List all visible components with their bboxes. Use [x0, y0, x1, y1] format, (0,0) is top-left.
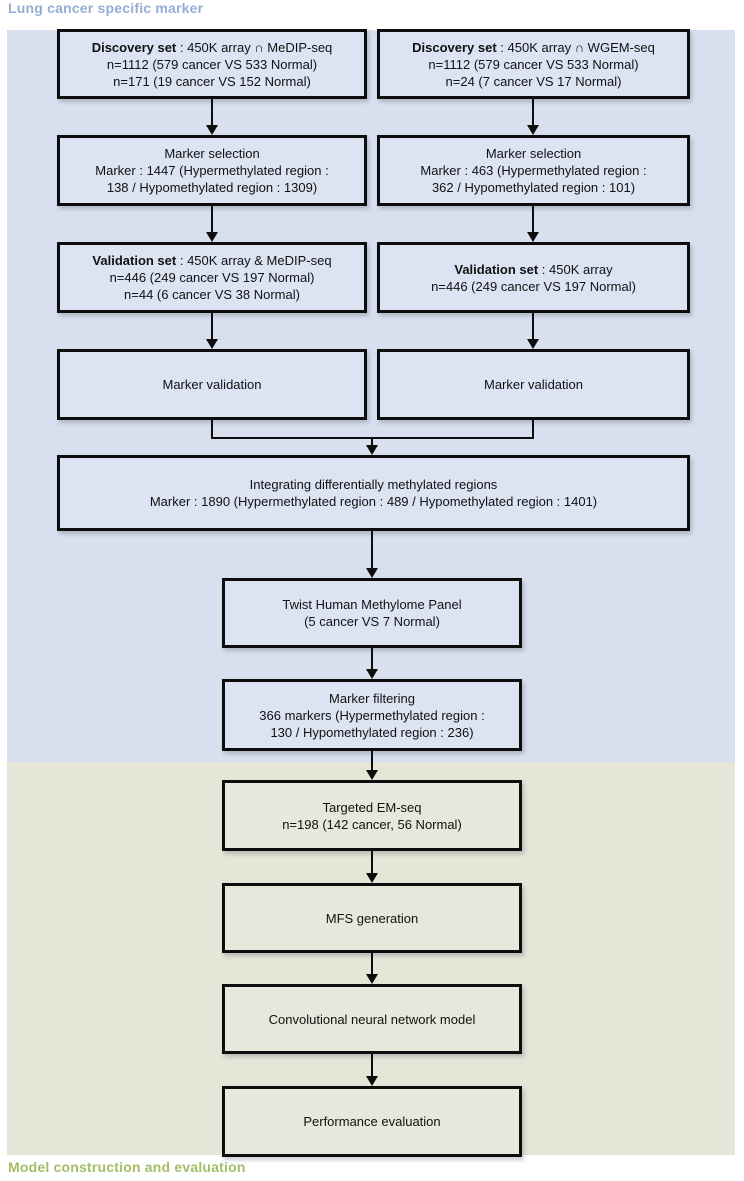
node-line: Marker filtering	[329, 690, 415, 706]
node-validation-set-450k: Validation set : 450K array n=446 (249 c…	[377, 242, 690, 313]
node-line: Validation set : 450K array & MeDIP-seq	[92, 252, 331, 269]
node-marker-validation-left: Marker validation	[57, 349, 367, 420]
node-line: 366 markers (Hypermethylated region :	[259, 707, 485, 723]
merge-connector-right	[532, 420, 534, 439]
node-line: 362 / Hypomethylated region : 101)	[431, 180, 636, 195]
arrow-down-icon	[206, 206, 218, 242]
node-line-rest: : 450K array & MeDIP-seq	[176, 253, 332, 268]
node-line-bold: Discovery set	[91, 39, 177, 55]
node-line: Performance evaluation	[303, 1114, 441, 1129]
node-twist-methylome-panel: Twist Human Methylome Panel (5 cancer VS…	[222, 578, 522, 648]
arrow-down-icon	[366, 751, 378, 780]
node-performance-evaluation: Performance evaluation	[222, 1086, 522, 1157]
node-line-rest: : 450K array ∩ MeDIP-seq	[176, 39, 333, 55]
arrow-down-icon	[527, 99, 539, 135]
arrow-down-icon	[366, 851, 378, 883]
node-line: Convolutional neural network model	[268, 1011, 476, 1027]
node-line: n=1112 (579 cancer VS 533 Normal)	[106, 56, 318, 72]
node-line: n=44 (6 cancer VS 38 Normal)	[124, 287, 300, 302]
node-marker-selection-left: Marker selection Marker : 1447 (Hypermet…	[57, 135, 367, 206]
node-mfs-generation: MFS generation	[222, 883, 522, 953]
arrow-down-icon	[206, 313, 218, 349]
node-line: Marker validation	[484, 377, 583, 392]
node-line: n=24 (7 cancer VS 17 Normal)	[445, 73, 622, 89]
node-line: Validation set : 450K array	[454, 261, 612, 278]
node-line-bold: Validation set	[454, 261, 539, 277]
arrow-down-icon	[527, 313, 539, 349]
node-line: Discovery set : 450K array ∩ MeDIP-seq	[92, 39, 333, 56]
node-integrating-regions: Integrating differentially methylated re…	[57, 455, 690, 531]
node-line: Marker selection	[164, 146, 260, 161]
node-line: Marker selection	[485, 146, 582, 161]
node-line: n=171 (19 cancer VS 152 Normal)	[113, 73, 311, 89]
arrow-down-icon	[366, 531, 378, 578]
node-line: Targeted EM-seq	[322, 799, 422, 815]
node-discovery-set-medip: Discovery set : 450K array ∩ MeDIP-seq n…	[57, 29, 367, 99]
node-line-rest: : 450K array	[538, 261, 613, 277]
arrow-down-icon	[366, 437, 378, 455]
arrow-down-icon	[366, 1054, 378, 1086]
node-cnn-model: Convolutional neural network model	[222, 984, 522, 1054]
node-line: Marker : 1447 (Hypermethylated region :	[95, 163, 329, 178]
merge-connector-left	[211, 420, 213, 439]
arrow-down-icon	[527, 206, 539, 242]
arrow-down-icon	[366, 648, 378, 679]
node-line-bold: Discovery set	[412, 39, 497, 55]
arrow-down-icon	[206, 99, 218, 135]
node-line: Discovery set : 450K array ∩ WGEM-seq	[412, 39, 655, 56]
node-validation-set-medip: Validation set : 450K array & MeDIP-seq …	[57, 242, 367, 313]
node-line: n=1112 (579 cancer VS 533 Normal)	[428, 56, 639, 72]
node-line: n=198 (142 cancer, 56 Normal)	[282, 816, 462, 832]
node-line: 130 / Hypomethylated region : 236)	[270, 724, 474, 740]
node-line: Marker : 463 (Hypermethylated region :	[420, 163, 647, 178]
node-line: Twist Human Methylome Panel	[282, 597, 462, 612]
node-targeted-emseq: Targeted EM-seq n=198 (142 cancer, 56 No…	[222, 780, 522, 851]
node-line: Integrating differentially methylated re…	[249, 477, 498, 492]
node-line: 138 / Hypomethylated region : 1309)	[106, 180, 318, 195]
section-label-top: Lung cancer specific marker	[8, 0, 204, 16]
node-line: MFS generation	[325, 910, 419, 926]
node-discovery-set-wgem: Discovery set : 450K array ∩ WGEM-seq n=…	[377, 29, 690, 99]
node-marker-selection-right: Marker selection Marker : 463 (Hypermeth…	[377, 135, 690, 206]
arrow-down-icon	[366, 953, 378, 984]
node-marker-filtering: Marker filtering 366 markers (Hypermethy…	[222, 679, 522, 751]
node-line: Marker validation	[162, 377, 262, 392]
node-line: n=446 (249 cancer VS 197 Normal)	[109, 270, 315, 285]
node-line-rest: : 450K array ∩ WGEM-seq	[496, 39, 655, 55]
node-line: n=446 (249 cancer VS 197 Normal)	[431, 278, 636, 294]
node-line: (5 cancer VS 7 Normal)	[304, 614, 440, 629]
node-line: Marker : 1890 (Hypermethylated region : …	[149, 494, 598, 509]
node-marker-validation-right: Marker validation	[377, 349, 690, 420]
node-line-bold: Validation set	[92, 253, 177, 268]
section-label-bottom: Model construction and evaluation	[8, 1159, 246, 1175]
